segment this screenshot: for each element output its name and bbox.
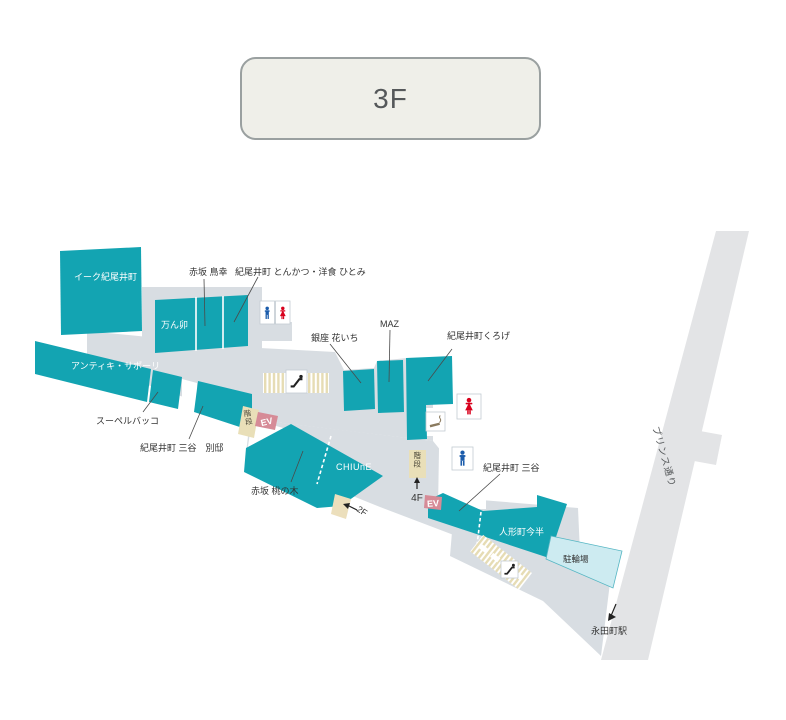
bicycle-parking-area: 駐輪場 [545, 535, 623, 589]
store-torikou-label: 赤坂 鳥幸 [189, 266, 228, 277]
store-antichi-sapori-label: アンティキ・サポーリ [71, 361, 160, 371]
store-chiune-label: CHIUnE [336, 462, 372, 472]
store-super-bacco-label: スーペルバッコ [96, 416, 159, 426]
store-maz-area [377, 360, 404, 413]
store-maz-label: MAZ [380, 319, 400, 329]
prince-street-road: プリンス通り [601, 231, 749, 660]
store-eke-area [60, 247, 142, 335]
escalator-lower [470, 534, 532, 590]
restrooms-upper [259, 300, 291, 325]
store-mitani-label: 紀尾井町 三谷 [483, 462, 540, 473]
escalator-icon [290, 374, 303, 388]
store-mannu-label: 万ん卯 [161, 320, 188, 330]
to-2f-label: 2F [355, 504, 370, 518]
mens-restroom-icon [264, 306, 270, 319]
womens-restroom-mid [456, 393, 482, 420]
unit-dividers [195, 296, 482, 546]
floor-selector-button[interactable]: 3F [240, 57, 541, 140]
store-chiune-momonoki-area [244, 424, 383, 508]
to-4f-label: 4F [411, 493, 423, 504]
store-mitani-imahan-area [428, 493, 567, 558]
womens-restroom-icon [279, 306, 286, 320]
stairs-upper: 階段 [238, 406, 259, 438]
store-row-mannu-torikou-hitomi-area [155, 295, 248, 353]
elevator-upper: EV [255, 412, 278, 430]
store-imahan-label: 人形町今半 [499, 526, 544, 537]
station-label: 永田町駅 [591, 625, 627, 636]
stairs-upper-label: 階段 [243, 407, 254, 426]
stairs-to-2f: 2F [331, 494, 370, 519]
stairs-lower-label: 階段 [414, 450, 422, 468]
store-momonoki-label: 赤坂 桃の木 [251, 485, 299, 496]
smoking-area [425, 411, 446, 432]
station-exit: 永田町駅 [591, 603, 627, 636]
womens-restroom-icon [465, 397, 473, 415]
store-kuroge-area [406, 356, 453, 440]
elevator-lower: EV [424, 495, 442, 510]
store-kuroge-label: 紀尾井町くろげ [447, 330, 510, 341]
store-hanaichi-label: 銀座 花いち [311, 332, 359, 343]
escalator-upper [263, 369, 329, 394]
bicycle-parking-label: 駐輪場 [563, 554, 589, 564]
mens-restroom-mid [451, 446, 474, 471]
elevator-lower-label: EV [427, 498, 440, 509]
escalator-icon [504, 563, 515, 575]
smoking-area-icon [429, 415, 442, 428]
store-hanaichi-area [343, 369, 375, 411]
label-leader-lines [142, 276, 501, 512]
store-antichi-sapori-area [35, 341, 151, 402]
floor-label: 3F [373, 82, 408, 114]
stairs-lower: 階段 4F [409, 450, 426, 504]
store-hitomi-label: 紀尾井町 とんかつ・洋食 ひとみ [235, 266, 366, 277]
store-eke-label: イーク紀尾井町 [74, 271, 137, 282]
store-mitani-bettei-label: 紀尾井町 三谷 別邸 [140, 442, 224, 453]
store-super-bacco-area [149, 370, 182, 409]
elevator-upper-label: EV [260, 416, 274, 428]
mens-restroom-icon [459, 450, 466, 466]
store-mitani-bettei-area [194, 381, 252, 431]
